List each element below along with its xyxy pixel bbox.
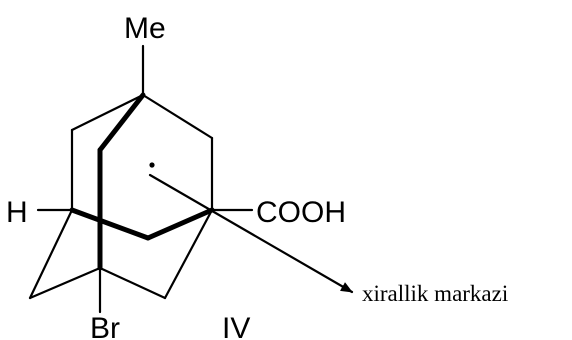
bond-left-midback [69,207,151,241]
bond-lowmid-c-cooh [163,208,214,300]
hydrogen-label: H [6,196,28,229]
carboxyl-label: COOH [256,196,346,229]
bond-c1-topright [141,93,214,140]
bond-c1-topleft [70,93,145,132]
chiral-center-arrow [148,173,354,294]
bold-bonds [69,92,215,271]
bromine-label: Br [90,312,120,340]
bond-c-br-lowmid [98,266,167,300]
bond-c1-inner [97,92,146,153]
bond-lowleft-c-br [28,266,102,300]
chiral-center-note: xirallik markazi [362,281,508,306]
methyl-label: Me [124,12,166,45]
center-dot [149,162,155,168]
bond-midback-c-cooh [145,207,215,241]
bond-left-lowleft [28,208,74,300]
compound-number-label: IV [222,312,250,340]
thin-bonds [28,93,214,300]
substituent-bonds [36,44,254,314]
